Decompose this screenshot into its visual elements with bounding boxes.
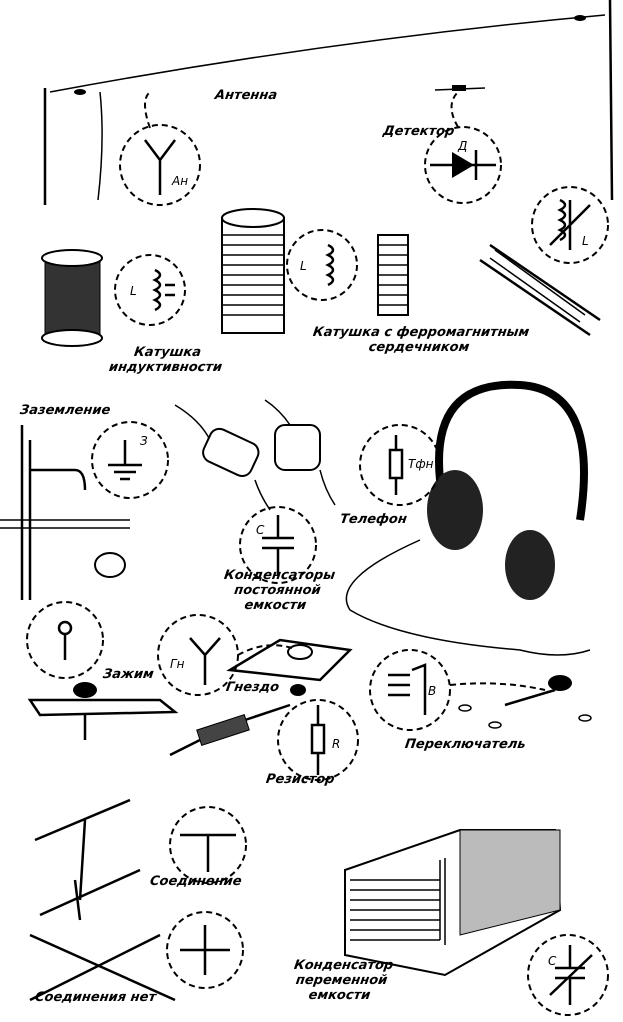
clamp-symbol-icon	[26, 601, 104, 679]
connection-label: Соединение	[148, 874, 243, 889]
capacitor-symbol-label: С	[256, 523, 265, 537]
detector-symbol-label: Д	[457, 139, 467, 153]
ferro-inductor-symbol-label: L	[582, 234, 589, 248]
socket-symbol-icon	[157, 614, 293, 696]
clamp-label: Зажим	[101, 667, 155, 682]
switch-label: Переключатель	[403, 737, 527, 752]
antenna-symbol-icon	[119, 91, 201, 206]
ferro-coil-label-line: сердечником	[367, 340, 471, 355]
ferro-coil-label-line: Катушка с ферромагнитным	[312, 325, 531, 340]
switch-symbol-icon	[369, 649, 546, 731]
var-capacitor-label-line: емкости	[307, 988, 372, 1003]
junction-symbol-icon	[169, 806, 247, 884]
inductor2-symbol-label: L	[300, 259, 307, 273]
ferro-coil-label: Катушка с ферромагнитным сердечником	[310, 325, 530, 355]
resistor-symbol-label: R	[332, 737, 340, 751]
capacitors-label: Конденсаторы постоянной емкости	[219, 568, 336, 613]
capacitors-label-line: Конденсаторы	[223, 568, 337, 583]
headphones-drawing	[345, 380, 591, 656]
detector-label: Детектор	[381, 124, 456, 139]
coil-label-line: Катушка	[133, 345, 203, 360]
ground-symbol-icon	[91, 421, 169, 499]
socket-label: Гнездо	[224, 680, 281, 695]
no-connection-label: Соединения нет	[33, 990, 158, 1005]
antenna-symbol-label: Ан	[171, 174, 188, 188]
fixed-capacitors-drawing	[174, 399, 336, 511]
connection-drawing	[29, 798, 176, 1002]
crossing-symbol-icon	[166, 911, 244, 989]
capacitors-label-line: постоянной	[233, 583, 322, 598]
phone-symbol-icon	[359, 424, 441, 506]
ground-label: Заземление	[18, 403, 112, 418]
inductor-coil-drawing	[41, 208, 601, 347]
ground-symbol-label: З	[140, 434, 148, 448]
ground-drawing	[0, 425, 130, 600]
var-capacitor-label: Конденсатор переменной емкости	[289, 958, 394, 1003]
inductor-symbol-2-icon	[286, 229, 358, 301]
resistor-drawing	[169, 703, 291, 757]
phone-symbol-label: Тфн	[408, 457, 434, 471]
capacitors-label-line: емкости	[243, 598, 308, 613]
resistor-label: Резистор	[264, 772, 336, 787]
variable-capacitor-drawing	[344, 829, 562, 977]
switch-drawing	[458, 675, 592, 729]
coil-label-line: индуктивности	[107, 360, 224, 375]
phone-label: Телефон	[338, 512, 408, 527]
resistor-symbol-icon	[277, 699, 359, 781]
antenna-label: Антенна	[213, 88, 279, 103]
var-capacitor-label-line: переменной	[294, 973, 389, 988]
var-capacitor-label-line: Конденсатор	[293, 958, 395, 973]
socket-drawing	[226, 638, 353, 696]
var-capacitor-symbol-label: С	[548, 954, 557, 968]
inductor-symbol-label: L	[130, 284, 137, 298]
antenna-drawing	[43, 0, 614, 205]
clamp-drawing	[27, 682, 179, 740]
capacitor-symbol-icon	[239, 506, 317, 584]
var-capacitor-symbol-icon	[527, 934, 609, 1016]
switch-symbol-label: В	[428, 684, 436, 698]
coil-label: Катушка индуктивности	[108, 345, 225, 375]
inductor-symbol-icon	[114, 254, 186, 326]
diode-symbol-icon	[424, 91, 502, 204]
ferro-inductor-symbol-icon	[531, 186, 609, 264]
socket-symbol-label: Гн	[170, 657, 185, 671]
